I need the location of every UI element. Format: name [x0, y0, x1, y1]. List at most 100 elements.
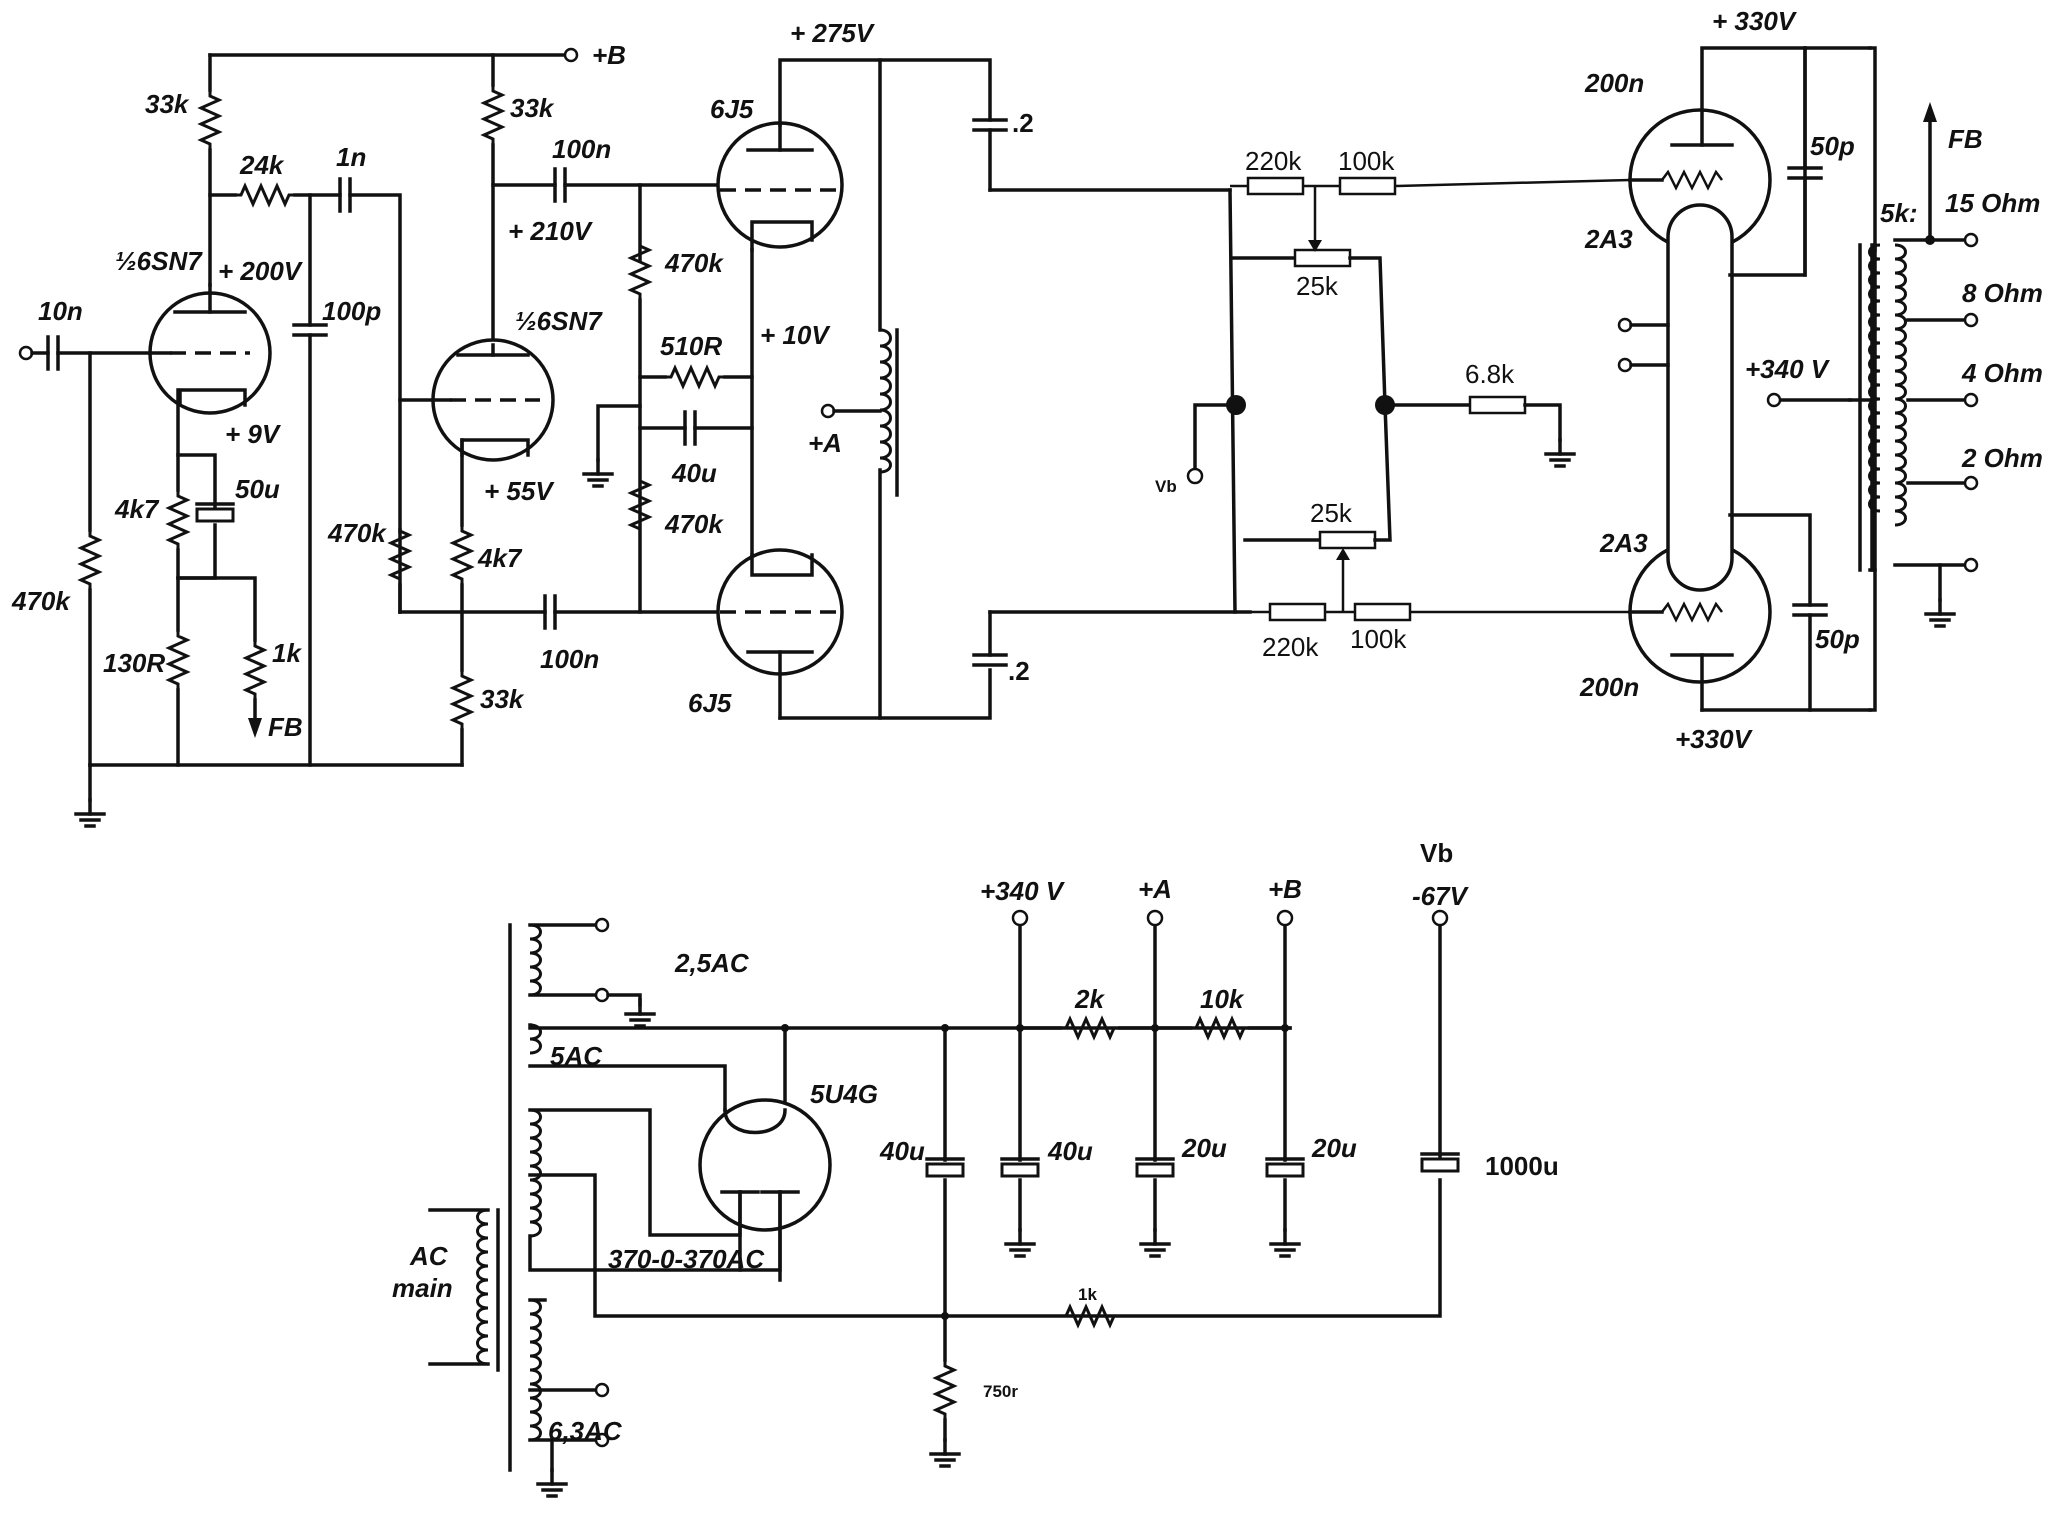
label-470k-a: 470k [11, 586, 71, 616]
label-fb-2: FB [1948, 124, 1983, 154]
label-220k-top: 220k [1245, 146, 1302, 176]
label-210v: + 210V [508, 216, 594, 246]
tube-5u4g [698, 1098, 832, 1232]
label-ps-20u-b: 20u [1311, 1133, 1357, 1163]
winding-6-3ac-terminal-a [594, 1382, 610, 1398]
label-ps-750r: 750r [983, 1382, 1018, 1401]
label-55v: + 55V [484, 476, 555, 506]
label-tap-8-ohm: 8 Ohm [1962, 278, 2043, 308]
driver-stage [582, 58, 1252, 720]
winding-6-3ac-terminal-b [594, 1432, 610, 1448]
label-ps-1k: 1k [1078, 1285, 1097, 1304]
label-tube1: ½6SN7 [115, 246, 203, 276]
resistor-220k-top [1246, 176, 1305, 196]
label-ps-40u-a: 40u [879, 1136, 925, 1166]
label-33k-a: 33k [145, 89, 190, 119]
potentiometer-25k-top [1293, 248, 1352, 268]
label-6k8: 6.8k [1465, 359, 1515, 389]
tap-2-ohm [1963, 475, 1979, 491]
label-2a3-top: 2A3 [1584, 224, 1633, 254]
label-275v: + 275V [790, 18, 876, 48]
label-ps-370: 370-0-370AC [608, 1244, 765, 1274]
label-200n-bottom: 200n [1579, 672, 1639, 702]
label-330v-top: + 330V [1712, 6, 1798, 36]
tube-pin-1 [1617, 317, 1633, 333]
plus-a-terminal [820, 403, 836, 419]
label-ps-5ac: 5AC [550, 1041, 603, 1071]
label-510r: 510R [660, 331, 722, 361]
label-33k-c: 33k [480, 684, 525, 714]
label-ps-2k: 2k [1074, 984, 1105, 1014]
label-ps-ac: AC [409, 1241, 449, 1271]
label-ps-5u4g: 5U4G [810, 1079, 878, 1109]
bias-network [1186, 176, 1631, 622]
plus-340-terminal [1766, 392, 1782, 408]
tap-15-ohm [1963, 232, 1979, 248]
label-ps-plus-b: +B [1268, 874, 1302, 904]
label-24k: 24k [239, 150, 285, 180]
label-470k-c: 470k [664, 248, 724, 278]
label-ps-1000u: 1000u [1485, 1151, 1559, 1181]
label-25k-bottom: 25k [1310, 498, 1353, 528]
resistor-100k-top [1338, 176, 1397, 196]
winding-2-5ac-terminal-a [594, 917, 610, 933]
label-9v: + 9V [225, 419, 282, 449]
input-stage [18, 47, 722, 828]
label-cap-02-top: .2 [1012, 108, 1034, 138]
label-25k-top: 25k [1296, 271, 1339, 301]
label-tap-2-ohm: 2 Ohm [1961, 443, 2043, 473]
label-ps-40u-b: 40u [1047, 1136, 1093, 1166]
mains-transformer-primary [476, 1208, 489, 1366]
label-fb-1: FB [268, 712, 303, 742]
label-6j5-top: 6J5 [710, 94, 754, 124]
label-ps-6-3ac: 6,3AC [548, 1416, 623, 1446]
winding-2-5ac [529, 923, 542, 997]
label-ps-10k: 10k [1200, 984, 1245, 1014]
vb-terminal [1186, 467, 1204, 485]
anode-choke [879, 328, 892, 474]
label-330v-bottom: +330V [1675, 724, 1754, 754]
label-10v: + 10V [760, 320, 831, 350]
label-100k-bottom: 100k [1350, 624, 1407, 654]
label-cap-02-bottom: .2 [1008, 656, 1030, 686]
resistor-100k-bottom [1353, 602, 1412, 622]
label-tap-4-ohm: 4 Ohm [1961, 358, 2043, 388]
tap-common [1963, 557, 1979, 573]
winding-370-0-370ac [529, 1108, 542, 1238]
label-5k: 5k: [1880, 198, 1918, 228]
label-ps-plus-a: +A [1138, 874, 1172, 904]
label-ps-minus-67v: -67V [1412, 881, 1470, 911]
label-tube2: ½6SN7 [515, 306, 603, 336]
label-ps-20u-a: 20u [1181, 1133, 1227, 1163]
label-100n-b: 100n [540, 644, 599, 674]
label-40u-a: 40u [671, 458, 717, 488]
label-33k-b: 33k [510, 93, 555, 123]
ps-plus-b-terminal [1276, 909, 1294, 927]
label-ps-340v: +340 V [980, 876, 1066, 906]
power-supply [428, 909, 1460, 1498]
label-ps-2-5ac: 2,5AC [674, 948, 750, 978]
label-50p-top: 50p [1810, 131, 1855, 161]
label-100p: 100p [322, 296, 381, 326]
label-340v-output: +340 V [1745, 354, 1831, 384]
label-1n: 1n [336, 142, 366, 172]
input-terminal [18, 345, 34, 361]
ps-plus-a-terminal [1146, 909, 1164, 927]
tube-pin-2 [1617, 357, 1633, 373]
tap-4-ohm [1963, 392, 1979, 408]
output-transformer-primary [1868, 243, 1881, 513]
label-200v: + 200V [218, 256, 304, 286]
label-6j5-bottom: 6J5 [688, 688, 732, 718]
label-4k7-b: 4k7 [477, 543, 523, 573]
labels: +B 33k 33k 24k 1n 100n 10n ½6SN7 + 200V … [11, 6, 2043, 1446]
label-ps-main: main [392, 1273, 453, 1303]
label-2a3-bottom: 2A3 [1599, 528, 1648, 558]
label-tap-15-ohm: 15 Ohm [1945, 188, 2040, 218]
resistor-220k-bottom [1268, 602, 1327, 622]
label-220k-bottom: 220k [1262, 632, 1319, 662]
label-ps-vb: Vb [1420, 838, 1453, 868]
label-4k7-a: 4k7 [114, 494, 160, 524]
label-10n: 10n [38, 296, 83, 326]
ps-plus-340-terminal [1011, 909, 1029, 927]
